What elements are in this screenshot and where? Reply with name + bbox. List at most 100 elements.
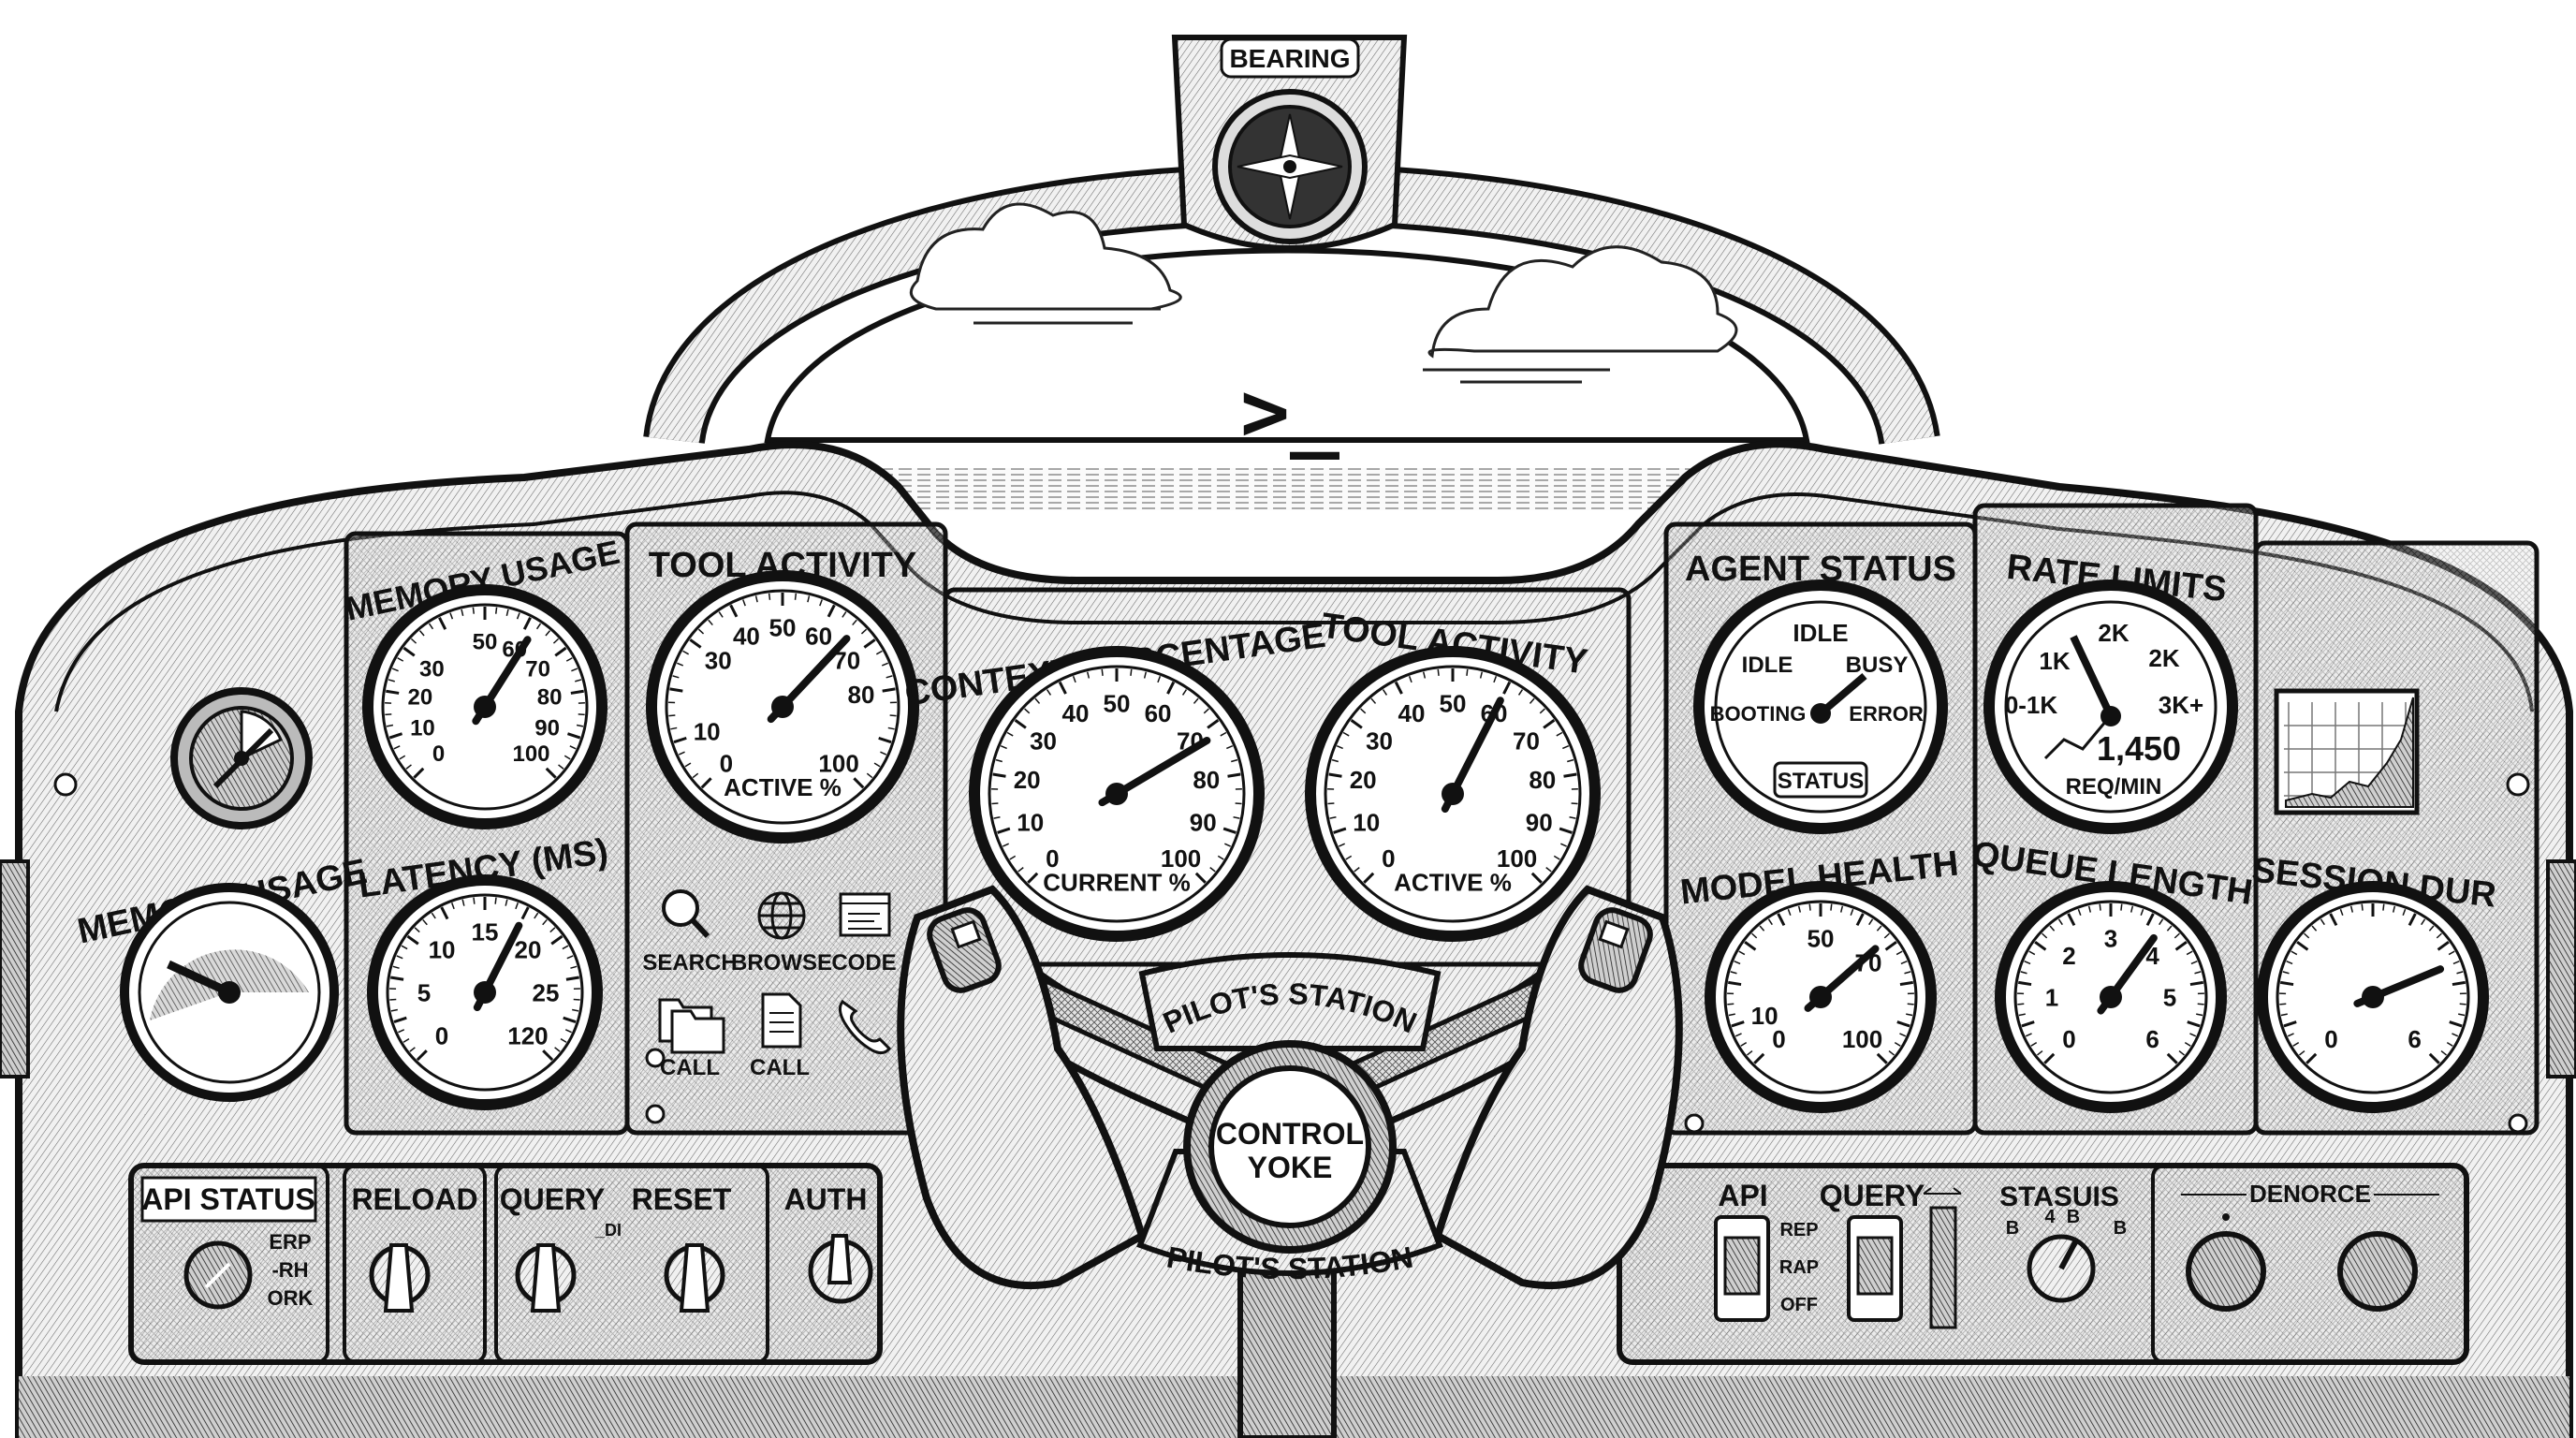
call-tool-document[interactable]: CALL [750,992,810,1080]
tool-activity-1-tick-label: 60 [805,623,832,651]
queue-length-tick-mark [2174,941,2188,951]
tool-activity-1-tick-mark [669,687,683,693]
tool-activity-1-tick-mark [878,736,892,744]
api-rocker[interactable]: API REP RAP OFF [1714,1179,1819,1322]
model-health-tick-mark [1868,918,1874,926]
latency-ms-tick-mark [461,899,465,906]
session-dur-tick-mark [2304,932,2310,939]
tool-activity-1-tick-mark [875,650,883,655]
queue-length-tick-mark [2077,908,2082,917]
latency-ms-tick-mark [396,955,403,960]
queue-length-tick-mark [2028,950,2036,956]
session-dur-tick-mark [2408,913,2417,927]
context-percentage-tick-label: 100 [1161,844,1201,873]
session-dur-tick-mark [2459,1003,2466,1005]
memory-usage-1-tick-mark [566,732,581,740]
memory-usage-1-tick-label: 100 [512,741,549,767]
tool-activity-2-tick-label: 50 [1440,689,1467,717]
windshield-sky: >_ [786,202,1788,510]
search-tool[interactable]: SEARCH [642,889,738,976]
session-dur-tick-mark [2392,905,2396,913]
context-percentage-tick-mark [1000,745,1007,750]
tool-activity-2-tick-mark [1466,668,1469,676]
queue-length-tick-mark [2087,905,2092,913]
rate-tick-0-1k: 0-1K [2005,691,2058,719]
yoke-center-line-1: CONTROL [1216,1117,1364,1151]
reload-switch[interactable]: RELOAD [351,1182,478,1313]
latency-ms-tick-mark [414,927,420,933]
tool-activity-1-tick-mark [708,619,713,626]
denorce-knob-1[interactable] [2186,1231,2266,1312]
context-percentage-tick-mark [1224,843,1232,847]
context-percentage-tick-mark [1006,731,1014,737]
memory-usage-1-tick-mark [393,745,401,750]
api-status-control[interactable]: API STATUS ERP -RH ORK [140,1176,317,1310]
memory-usage-1-tick-mark [461,609,464,616]
latency-ms-tick-label: 20 [515,935,542,963]
memory-usage-1-tick-mark [558,764,564,770]
tool-activity-2-gauge: TOOL ACTIVITY0102030405060708090100ACTIV… [1305,606,1601,942]
compass-rose-icon [1237,113,1343,220]
context-percentage-tick-mark [1002,843,1009,847]
latency-ms-tick-mark [549,927,556,933]
status-button-label: STATUS [1778,769,1864,794]
queue-length-tick-mark [2174,932,2180,939]
session-dur-tick-mark [2305,1052,2318,1064]
call-tool-folders[interactable]: CALL [658,998,725,1080]
status-selector[interactable]: STASUIS B 4 B B [1999,1181,2127,1303]
tool-activity-2-tick-mark [1329,816,1337,819]
session-dur-tick-mark [2448,950,2455,956]
model-health-tick-mark [1767,918,1773,926]
tool-activity-1-tick-label: 100 [818,749,858,777]
context-percentage-tick-mark [1086,671,1090,679]
tool-activity-1-tick-mark [668,714,676,717]
reset-switch[interactable]: RESET [632,1182,732,1313]
latency-ms-tick-mark [534,912,539,919]
model-health-tick-mark [1738,950,1746,956]
query-rocker[interactable]: QUERY [1820,1179,1962,1329]
cloud-left [909,202,1182,325]
context-percentage-tick-mark [1193,697,1199,704]
model-health-tick-mark [1830,903,1833,911]
browse-tool[interactable]: BROWSE [731,891,832,976]
session-dur-tick-mark [2452,980,2466,987]
tool-activity-1-tick-mark [678,751,685,756]
model-health-tick-mark [1899,1033,1907,1037]
latency-ms-tick-mark [431,912,436,919]
agent-state-booting: BOOTING [1710,702,1807,726]
tool-activity-2-tick-mark [1394,681,1403,695]
control-yoke[interactable]: PILOT'S STATION PILOT'S STATION CONTROL … [897,885,1683,1438]
context-percentage-tick-mark [1058,681,1067,695]
api-pos-off: OFF [1780,1295,1818,1315]
tool-activity-1-tick-mark [692,772,699,779]
code-tool[interactable]: CODE [831,892,897,976]
tool-activity-2-tick-mark [1333,827,1347,834]
latency-ms-tick-mark [393,1016,407,1023]
tool-activity-2-tick-mark [1530,872,1543,884]
context-percentage-tick-mark [1034,697,1041,704]
model-health-tick-mark [1896,1020,1910,1028]
model-health-tick-mark [1728,1013,1735,1017]
tool-activity-2-tick-mark [1560,843,1568,847]
auth-switch[interactable]: AUTH [784,1182,873,1304]
latency-ms-tick-mark [450,902,455,910]
context-percentage-tick-mark [1017,867,1024,873]
phone-tool[interactable] [838,999,891,1055]
status-button[interactable] [1773,761,1868,799]
context-percentage-subtitle: CURRENT % [1043,868,1190,896]
context-percentage-tick-mark [992,772,1006,778]
session-dur-tick-mark [2428,1052,2440,1064]
model-health-tick-mark [1787,908,1792,917]
memory-usage-1-tick-label: 80 [537,685,563,711]
tool-activity-2-tick-mark [1517,689,1524,696]
yoke-center-line-2: YOKE [1248,1151,1333,1184]
tool-activity-1-tick-mark [689,638,702,649]
query-switch[interactable]: QUERY _DI [500,1182,622,1313]
tool-activity-2-tick-mark [1350,719,1363,729]
denorce-knobs[interactable]: DENORCE [2181,1180,2439,1312]
session-dur-tick-mark [2428,925,2435,932]
tool-activity-1-tick-mark [676,662,684,667]
tool-activity-2-tick-mark [1342,731,1350,737]
denorce-knob-2[interactable] [2337,1231,2418,1312]
model-health-tick-mark [1850,908,1854,917]
